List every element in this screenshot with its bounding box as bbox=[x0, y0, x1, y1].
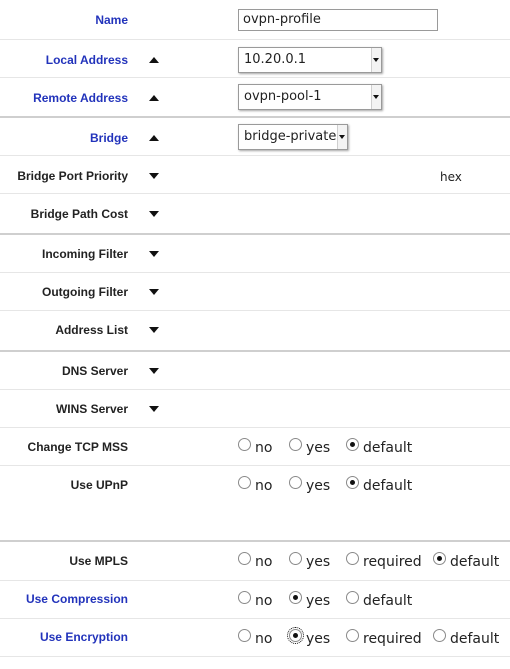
radio-circle[interactable] bbox=[238, 476, 251, 489]
row-use-encryption: Use Encryption no yes required default bbox=[0, 619, 510, 657]
collapse-arrow-icon[interactable] bbox=[149, 135, 159, 141]
collapse-arrow-icon[interactable] bbox=[149, 57, 159, 63]
use-compression-label: Use Compression bbox=[25, 592, 128, 606]
radio-circle[interactable] bbox=[238, 629, 251, 642]
option-label: yes bbox=[306, 631, 331, 647]
bridge-label: Bridge bbox=[89, 131, 128, 145]
radio-circle-selected[interactable] bbox=[433, 552, 446, 565]
radio-circle-selected[interactable] bbox=[346, 476, 359, 489]
expand-arrow-icon[interactable] bbox=[149, 327, 159, 333]
option-label: default bbox=[363, 478, 413, 494]
local-address-select[interactable]: 10.20.0.1 bbox=[238, 47, 382, 73]
remote-address-value: ovpn-pool-1 bbox=[244, 89, 322, 104]
radio-circle[interactable] bbox=[289, 476, 302, 489]
row-use-compression: Use Compression no yes default bbox=[0, 581, 510, 619]
option-label: no bbox=[255, 631, 273, 647]
name-label: Name bbox=[95, 13, 128, 27]
row-dns-server: DNS Server bbox=[0, 352, 510, 390]
row-local-address: Local Address 10.20.0.1 bbox=[0, 40, 510, 78]
use-encryption-label: Use Encryption bbox=[39, 630, 128, 644]
option-label: required bbox=[363, 554, 422, 570]
use-mpls-label: Use MPLS bbox=[69, 554, 128, 568]
option-label: no bbox=[255, 440, 273, 456]
expand-arrow-icon[interactable] bbox=[149, 251, 159, 257]
radio-circle-selected[interactable] bbox=[289, 591, 302, 604]
row-outgoing-filter: Outgoing Filter bbox=[0, 273, 510, 311]
bridge-value: bridge-private bbox=[244, 129, 337, 144]
dropdown-arrow-icon[interactable] bbox=[371, 48, 381, 72]
radio-circle[interactable] bbox=[346, 591, 359, 604]
option-label: default bbox=[450, 631, 500, 647]
radio-circle[interactable] bbox=[238, 552, 251, 565]
expand-arrow-icon[interactable] bbox=[149, 368, 159, 374]
bridge-port-priority-label: Bridge Port Priority bbox=[17, 169, 128, 183]
radio-circle[interactable] bbox=[346, 552, 359, 565]
option-label: yes bbox=[306, 478, 331, 494]
expand-arrow-icon[interactable] bbox=[149, 289, 159, 295]
row-bridge-port-priority: Bridge Port Priority hex bbox=[0, 156, 510, 194]
radio-circle[interactable] bbox=[289, 552, 302, 565]
radio-circle-selected[interactable] bbox=[346, 438, 359, 451]
bridge-select[interactable]: bridge-private bbox=[238, 124, 348, 150]
bridge-path-cost-label: Bridge Path Cost bbox=[30, 207, 128, 221]
dns-server-label: DNS Server bbox=[61, 364, 128, 378]
address-list-label: Address List bbox=[55, 323, 128, 337]
option-label: default bbox=[450, 554, 500, 570]
collapse-arrow-icon[interactable] bbox=[149, 95, 159, 101]
row-wins-server: WINS Server bbox=[0, 390, 510, 428]
local-address-label: Local Address bbox=[45, 53, 128, 67]
change-tcp-mss-label: Change TCP MSS bbox=[27, 440, 128, 454]
outgoing-filter-label: Outgoing Filter bbox=[42, 285, 128, 299]
radio-circle[interactable] bbox=[346, 629, 359, 642]
row-change-tcp-mss: Change TCP MSS no yes default bbox=[0, 428, 510, 466]
option-label: no bbox=[255, 478, 273, 494]
expand-arrow-icon[interactable] bbox=[149, 173, 159, 179]
option-label: default bbox=[363, 440, 413, 456]
radio-circle[interactable] bbox=[238, 438, 251, 451]
row-bridge: Bridge bridge-private bbox=[0, 118, 510, 156]
row-incoming-filter: Incoming Filter bbox=[0, 235, 510, 273]
dropdown-arrow-icon[interactable] bbox=[371, 85, 381, 109]
remote-address-select[interactable]: ovpn-pool-1 bbox=[238, 84, 382, 110]
row-address-list: Address List bbox=[0, 311, 510, 352]
option-label: yes bbox=[306, 440, 331, 456]
option-label: yes bbox=[306, 554, 331, 570]
option-label: no bbox=[255, 554, 273, 570]
radio-circle[interactable] bbox=[289, 438, 302, 451]
wins-server-label: WINS Server bbox=[55, 402, 128, 416]
row-remote-address: Remote Address ovpn-pool-1 bbox=[0, 78, 510, 118]
use-upnp-label: Use UPnP bbox=[70, 478, 128, 492]
local-address-value: 10.20.0.1 bbox=[244, 52, 307, 67]
dropdown-arrow-icon[interactable] bbox=[337, 125, 347, 149]
option-label: default bbox=[363, 593, 413, 609]
radio-circle-selected[interactable] bbox=[287, 627, 304, 644]
incoming-filter-label: Incoming Filter bbox=[41, 247, 128, 261]
name-input[interactable]: ovpn-profile bbox=[238, 9, 438, 31]
row-name: Name ovpn-profile bbox=[0, 0, 510, 40]
expand-arrow-icon[interactable] bbox=[149, 211, 159, 217]
option-label: no bbox=[255, 593, 273, 609]
option-label: required bbox=[363, 631, 422, 647]
remote-address-label: Remote Address bbox=[33, 91, 128, 105]
radio-circle[interactable] bbox=[433, 629, 446, 642]
radio-circle[interactable] bbox=[238, 591, 251, 604]
row-use-mpls: Use MPLS no yes required default bbox=[0, 542, 510, 581]
expand-arrow-icon[interactable] bbox=[149, 406, 159, 412]
hex-suffix: hex bbox=[440, 170, 462, 184]
option-label: yes bbox=[306, 593, 331, 609]
row-use-upnp: Use UPnP no yes default bbox=[0, 466, 510, 542]
row-bridge-path-cost: Bridge Path Cost bbox=[0, 194, 510, 235]
